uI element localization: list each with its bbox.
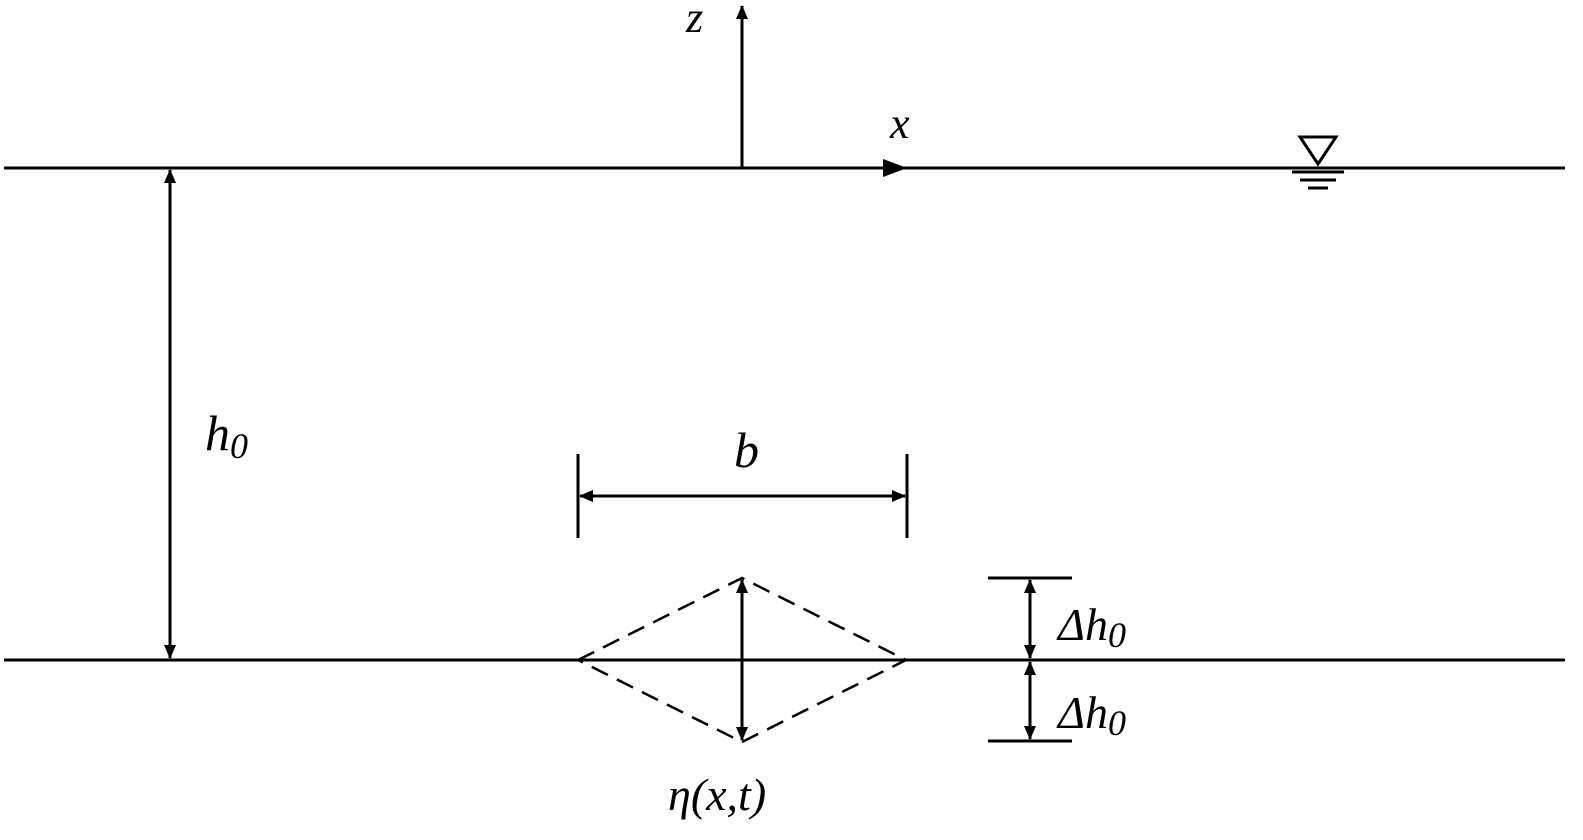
amplitude-lower-label: Δh0	[1056, 687, 1126, 743]
amplitude-lower-subscript: 0	[1108, 703, 1126, 743]
amplitude-upper-label: Δh0	[1056, 599, 1126, 655]
bed-function-label: η(x,t)	[668, 769, 766, 820]
depth-label-main: h	[205, 405, 230, 461]
depth-label-subscript: 0	[230, 426, 248, 466]
amplitude-upper-main: Δh	[1056, 599, 1108, 650]
water-level-triangle-icon	[1292, 135, 1344, 190]
z-axis-label: z	[685, 0, 703, 42]
bedform-diamond	[575, 576, 909, 744]
amplitude-lower-main: Δh	[1056, 687, 1108, 738]
amplitude-upper-subscript: 0	[1108, 615, 1126, 655]
x-axis-label: x	[889, 99, 910, 148]
depth-label: h0	[205, 405, 248, 466]
width-label: b	[734, 422, 759, 478]
